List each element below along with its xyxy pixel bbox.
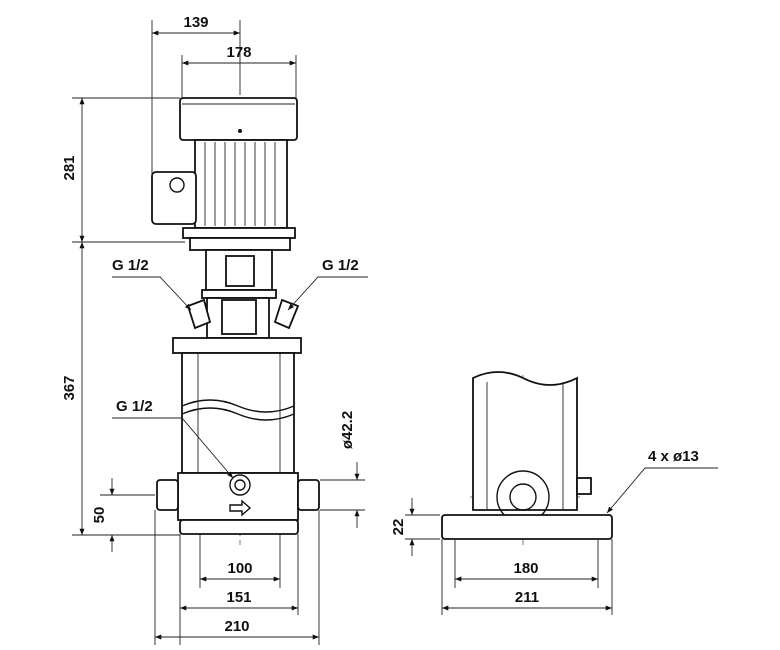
dim-211-label: 211 [515, 589, 539, 606]
dim-281-label: 281 [61, 155, 78, 180]
dim-50-label: 50 [91, 507, 108, 524]
dim-367-label: 367 [61, 375, 78, 400]
dim-180-label: 180 [513, 560, 538, 577]
dim-210-label: 210 [224, 618, 249, 635]
dim-151-label: 151 [226, 589, 251, 606]
callout-leaders [112, 276, 718, 514]
dim-100-label: 100 [227, 560, 252, 577]
dim-diameter-label: ø42.2 [339, 411, 356, 449]
callout-g-right-upper: G 1/2 [322, 257, 359, 274]
front-view [151, 97, 320, 545]
dim-139-label: 139 [183, 14, 208, 31]
side-view [441, 371, 613, 545]
motor-fins [204, 142, 276, 226]
dim-178-label: 178 [226, 44, 251, 61]
callout-g-drain: G 1/2 [116, 398, 153, 415]
dim-22-label: 22 [390, 519, 407, 536]
callout-holes: 4 x ø13 [648, 448, 699, 465]
callout-g-left-upper: G 1/2 [112, 257, 149, 274]
dimension-lines [72, 20, 613, 645]
